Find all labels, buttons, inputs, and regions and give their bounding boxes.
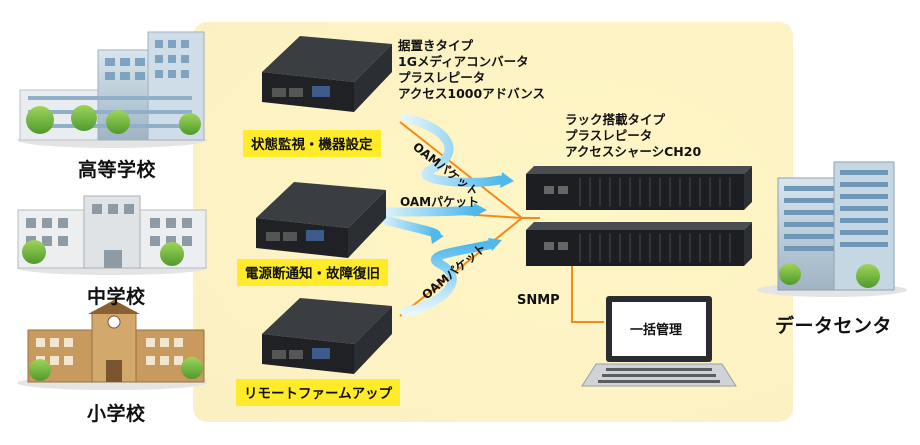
rack-device-line: アクセスシャーシCH20 <box>565 144 702 159</box>
feature-label-monitoring: 状態監視・機器設定 <box>243 130 381 157</box>
middle-school-building-icon <box>17 195 207 275</box>
laptop-icon <box>581 296 737 387</box>
oam-arrow-top-head <box>500 172 514 188</box>
rack-chassis-2 <box>526 222 752 266</box>
oam-arrow-top <box>400 113 505 187</box>
elementary-school-building-icon <box>17 300 207 390</box>
media-converter-2 <box>256 182 386 258</box>
high-school-label: 高等学校 <box>78 159 157 181</box>
oam-label-middle: OAMパケット <box>400 195 480 209</box>
laptop-screen-text: 一括管理 <box>630 323 683 338</box>
oam-arrow-bottom-head <box>488 238 502 251</box>
oam-arrow-middle <box>373 205 479 241</box>
rack-chassis-1 <box>526 166 752 210</box>
rack-device-line: ラック搭載タイプ <box>565 112 666 127</box>
data-center-building-icon <box>757 161 907 297</box>
elementary-school-label: 小学校 <box>87 403 146 425</box>
standalone-device-line: 据置きタイプ <box>398 38 474 53</box>
standalone-device-line: プラスレピータ <box>398 70 486 85</box>
feature-label-power-notice: 電源断通知・故障復旧 <box>237 259 388 286</box>
oam-arrow-bottom <box>400 239 497 317</box>
standalone-device-line: 1Gメディアコンバータ <box>398 54 529 69</box>
rack-device-line: プラスレピータ <box>565 128 653 143</box>
standalone-device-line: アクセス1000アドバンス <box>398 86 546 101</box>
media-converter-1 <box>262 36 392 112</box>
media-converter-3 <box>262 298 392 374</box>
high-school-building-icon <box>17 31 207 148</box>
feature-label-firmware-update: リモートファームアップ <box>236 379 401 406</box>
data-center-label: データセンタ <box>775 315 893 337</box>
middle-school-label: 中学校 <box>87 286 146 308</box>
standalone-device-description: 据置きタイプ 1Gメディアコンバータ プラスレピータ アクセス1000アドバンス <box>398 38 545 102</box>
snmp-label: SNMP <box>517 293 560 308</box>
rack-device-description: ラック搭載タイプ プラスレピータ アクセスシャーシCH20 <box>565 112 701 160</box>
oam-arrow-middle-head <box>474 203 487 217</box>
